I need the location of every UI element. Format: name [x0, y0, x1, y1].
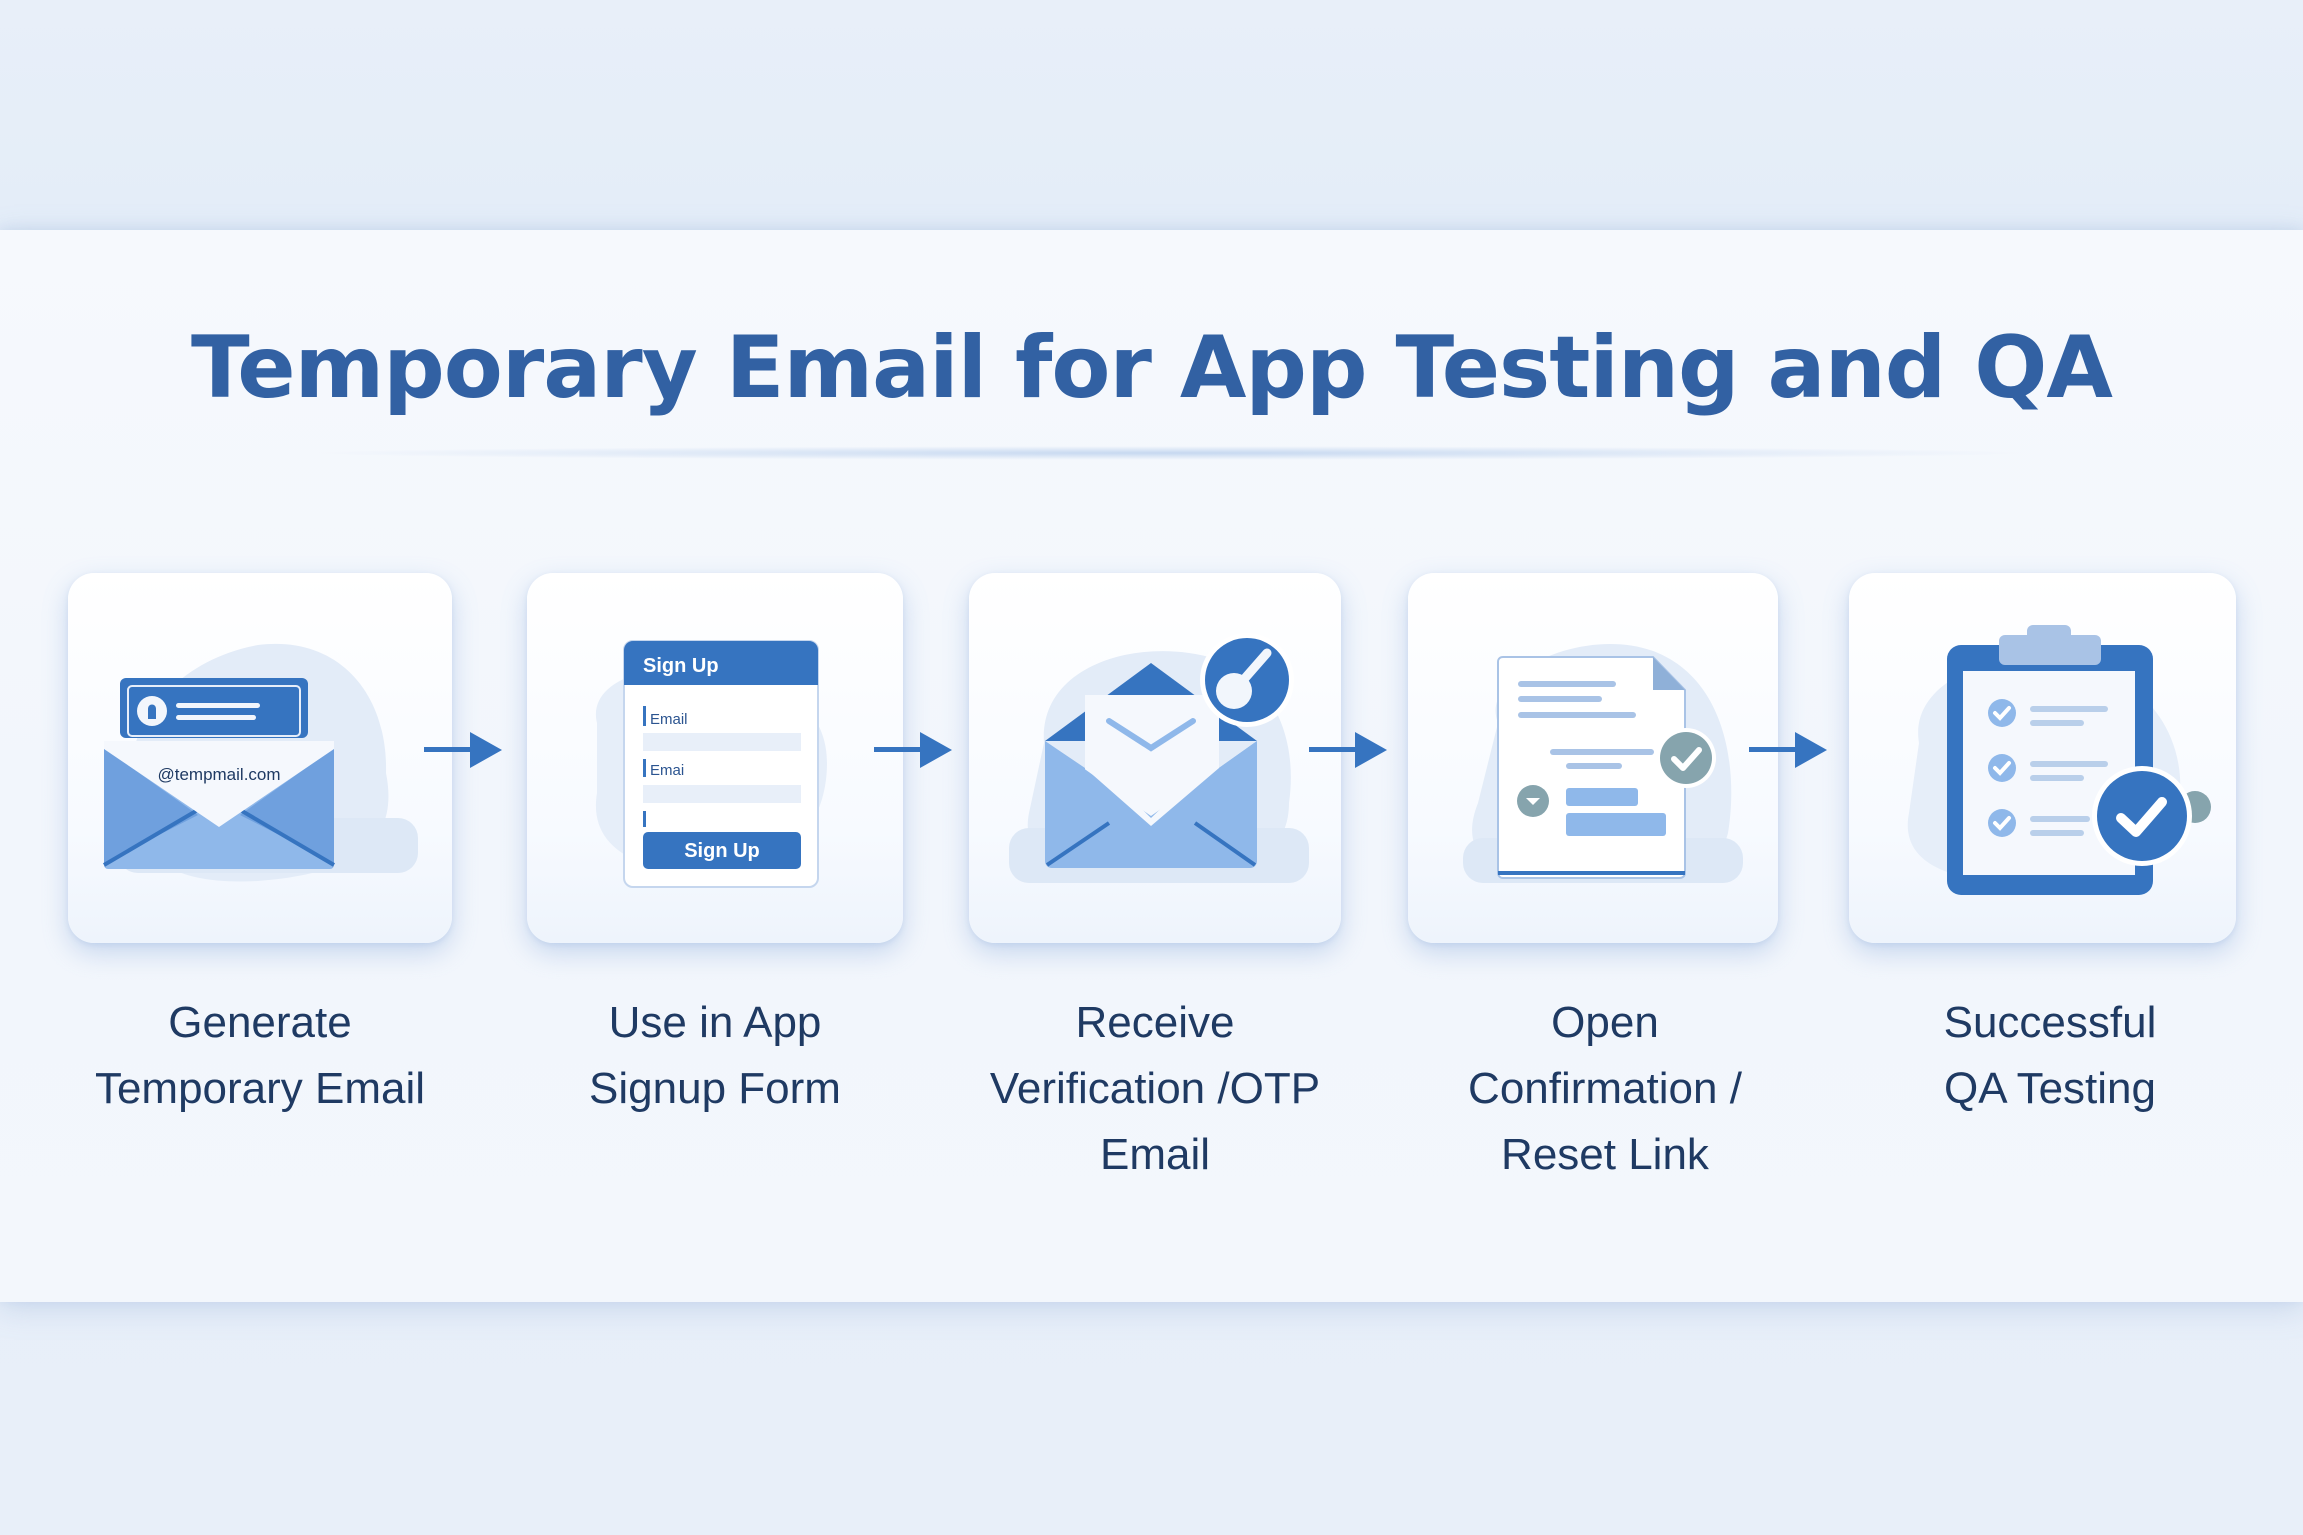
clipboard-checklist-icon — [1907, 625, 2211, 895]
label-line: Receive — [1075, 998, 1235, 1047]
signup-form-icon: Sign Up Email Emai Sign Up — [595, 640, 827, 888]
svg-text:@tempmail.com: @tempmail.com — [157, 765, 280, 784]
step-card-qa-success — [1849, 573, 2236, 943]
step-card-signup-form: Sign Up Email Emai Sign Up — [527, 573, 903, 943]
arrow-right-icon — [1749, 732, 1827, 768]
svg-text:Emai: Emai — [650, 762, 684, 779]
label-line: Verification /OTP — [989, 1064, 1321, 1113]
label-line: Reset Link — [1501, 1130, 1709, 1179]
page-title: Temporary Email for App Testing and QA — [191, 318, 2113, 418]
step-label-open-confirmation: Open Confirmation / Reset Link — [1385, 990, 1825, 1188]
step-label-qa-success: Successful QA Testing — [1830, 990, 2270, 1122]
label-line: Generate — [168, 998, 352, 1047]
label-line: Confirmation / — [1468, 1064, 1742, 1113]
label-line: QA Testing — [1944, 1064, 2156, 1113]
label-line: Use in App — [608, 998, 822, 1047]
svg-text:Sign Up: Sign Up — [643, 655, 719, 677]
label-line: Successful — [1943, 998, 2157, 1047]
svg-text:Sign Up: Sign Up — [684, 840, 760, 862]
document-check-icon — [1463, 643, 1743, 883]
step-card-open-confirmation — [1408, 573, 1778, 943]
label-line: Signup Form — [589, 1064, 841, 1113]
step-card-receive-verification — [969, 573, 1341, 943]
label-line: Email — [1099, 1130, 1211, 1179]
step-card-generate-email: @tempmail.com — [68, 573, 452, 943]
open-envelope-check-icon — [1009, 633, 1309, 883]
arrow-right-icon — [874, 732, 952, 768]
label-line: Temporary Email — [94, 1064, 426, 1113]
label-line: Open — [1551, 998, 1659, 1047]
svg-text:Email: Email — [650, 711, 688, 728]
step-label-receive-verification: Receive Verification /OTP Email — [935, 990, 1375, 1188]
step-label-signup-form: Use in App Signup Form — [495, 990, 935, 1122]
arrow-right-icon — [424, 732, 502, 768]
envelope-with-id-card-icon: @tempmail.com — [102, 643, 418, 882]
step-label-generate-email: Generate Temporary Email — [40, 990, 480, 1122]
title-divider — [300, 446, 2040, 460]
arrow-right-icon — [1309, 732, 1387, 768]
